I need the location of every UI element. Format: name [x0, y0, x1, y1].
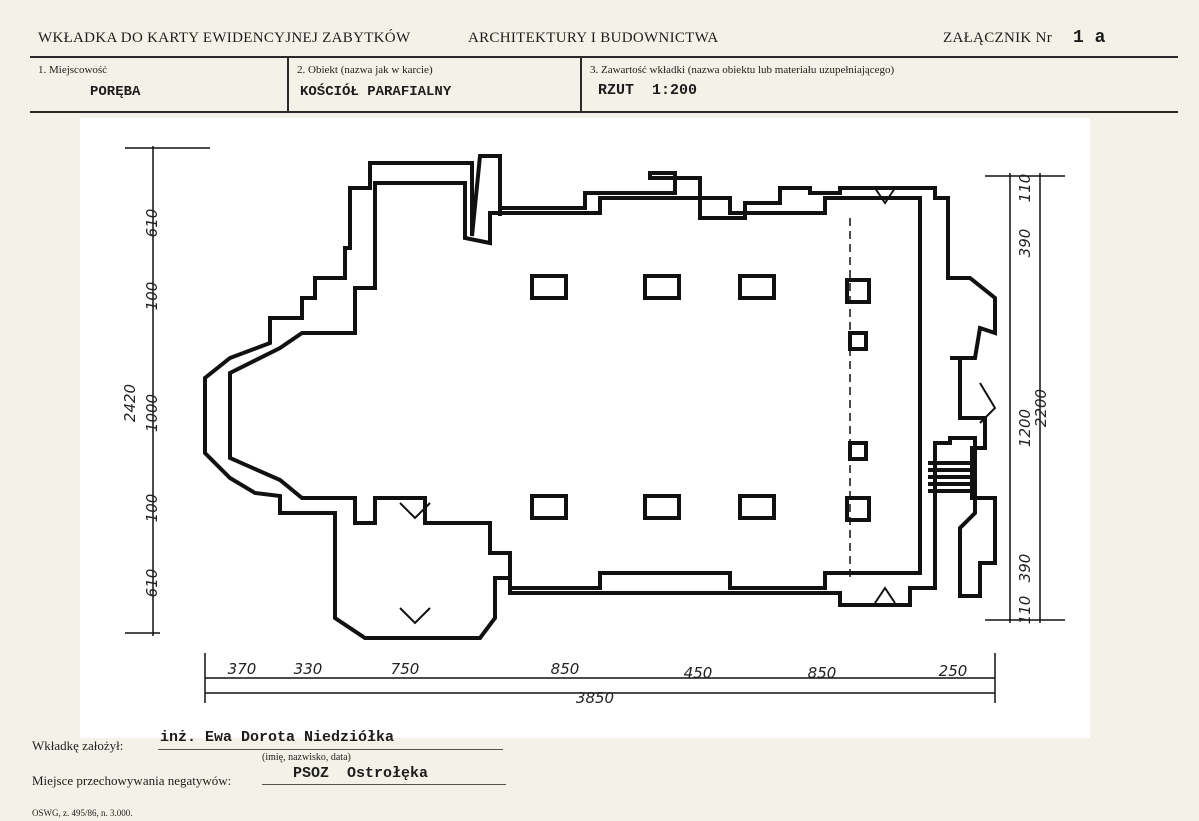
dim-bottom-7: 250: [939, 662, 968, 680]
dim-left-e: 610: [143, 569, 161, 598]
form-title: WKŁADKA DO KARTY EWIDENCYJNEJ ZABYTKÓW: [38, 30, 411, 46]
header-rule: [30, 56, 1178, 58]
storage-line: [262, 784, 506, 785]
dim-bottom-2: 330: [294, 660, 323, 678]
field-locality-value: PORĘBA: [90, 84, 141, 100]
dim-right-a: 110: [1016, 174, 1034, 203]
dim-right-e: 110: [1016, 596, 1034, 625]
doors: [399, 187, 997, 625]
dim-right-total: 2200: [1032, 389, 1050, 427]
dim-bottom-4: 850: [551, 660, 580, 678]
attachment-number: 1 a: [1073, 28, 1106, 48]
dim-left-c: 1000: [143, 394, 161, 432]
dim-right-c: 1200: [1016, 409, 1034, 447]
form-subtitle: ARCHITEKTURY I BUDOWNICTWA: [468, 30, 719, 46]
field-content-label: 3. Zawartość wkładki (nazwa obiektu lub …: [590, 64, 895, 76]
founder-value: inż. Ewa Dorota Niedziółka: [160, 729, 395, 746]
dim-bottom-1: 370: [228, 660, 257, 678]
dim-right-b: 390: [1016, 229, 1034, 258]
field-locality-label: 1. Miejscowość: [38, 64, 108, 76]
floor-plan-drawing: 2420 610 100 1000 100 610 2200 110 390 1…: [80, 118, 1090, 738]
dim-left-d: 100: [143, 494, 161, 523]
founder-line: [158, 749, 503, 750]
dim-bottom-3: 750: [391, 660, 420, 678]
founder-hint: (imię, nazwisko, data): [262, 752, 351, 763]
dim-bottom-5: 450: [684, 664, 713, 682]
attachment-label: ZAŁĄCZNIK Nr: [943, 30, 1052, 46]
field-content-value: RZUT 1:200: [598, 82, 698, 99]
dim-bottom-6: 850: [808, 664, 837, 682]
field-divider-2: [580, 56, 582, 112]
fields-bottom-rule: [30, 111, 1178, 113]
field-object-value: KOŚCIÓŁ PARAFIALNY: [300, 84, 452, 100]
storage-value: PSOZ Ostrołęka: [293, 765, 429, 782]
dim-bottom-total: 3850: [576, 689, 614, 707]
dim-left-b: 100: [143, 282, 161, 311]
founder-label: Wkładkę założył:: [32, 738, 124, 753]
print-info: OSWG, z. 495/86, n. 3.000.: [32, 808, 133, 818]
storage-label: Miejsce przechowywania negatywów:: [32, 773, 232, 788]
field-divider-1: [287, 56, 289, 112]
dim-left-total: 2420: [121, 384, 139, 422]
field-object-label: 2. Obiekt (nazwa jak w karcie): [297, 64, 433, 76]
dim-right-d: 390: [1016, 554, 1034, 583]
dim-left-a: 610: [143, 209, 161, 238]
church-walls: [203, 154, 997, 640]
dimension-lines: [125, 146, 1065, 703]
